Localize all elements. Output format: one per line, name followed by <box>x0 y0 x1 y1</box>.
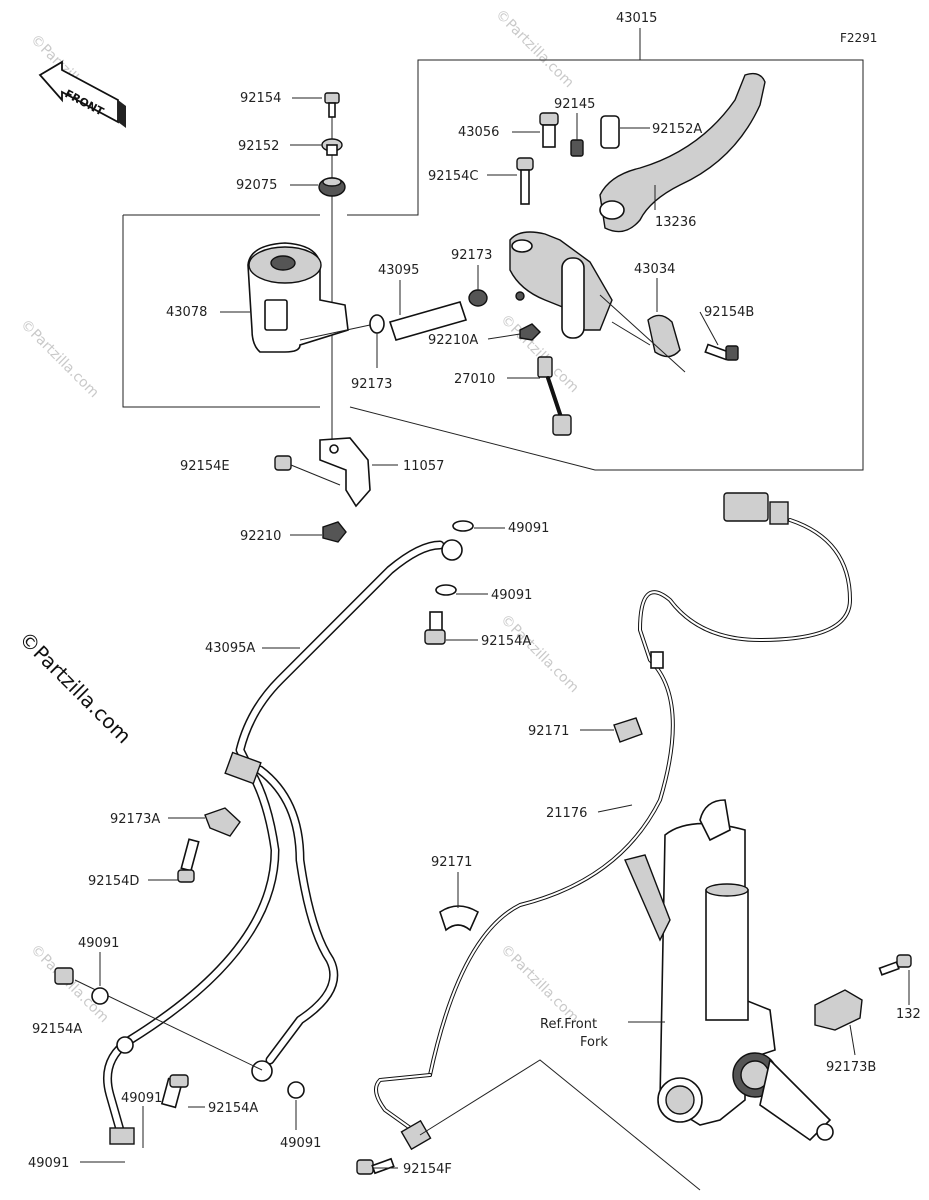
label-21176: 21176 <box>546 806 587 821</box>
diagram-code: F2291 <box>840 31 877 45</box>
label-49091-c: 49091 <box>78 936 119 951</box>
switch-27010 <box>537 356 572 436</box>
part-92154 <box>324 92 340 118</box>
watermark-main: ©Partzilla.com <box>14 627 136 749</box>
label-92145: 92145 <box>554 97 595 112</box>
label-92154C: 92154C <box>428 169 478 184</box>
bracket-11057 <box>319 437 371 508</box>
ref-front-fork-line2: Fork <box>580 1035 608 1050</box>
label-92154D: 92154D <box>88 874 139 889</box>
label-92154B: 92154B <box>704 305 754 320</box>
label-92075: 92075 <box>236 178 277 193</box>
label-27010: 27010 <box>454 372 495 387</box>
label-92154A-b: 92154A <box>32 1022 82 1037</box>
label-43056: 43056 <box>458 125 499 140</box>
bolt-43056 <box>539 112 559 148</box>
label-92171-a: 92171 <box>528 724 569 739</box>
front-fork-reference <box>419 799 834 1191</box>
label-49091-b: 49091 <box>491 588 532 603</box>
label-92173B: 92173B <box>826 1060 876 1075</box>
label-49091-e: 49091 <box>280 1136 321 1151</box>
reservoir-43078 <box>247 242 371 353</box>
label-49091-d: 49091 <box>121 1091 162 1106</box>
label-92154A-c: 92154A <box>208 1101 258 1116</box>
label-43034: 43034 <box>634 262 675 277</box>
pivot-92154C <box>516 157 534 205</box>
watermark: ©Partzilla.com <box>497 942 582 1027</box>
label-43078: 43078 <box>166 305 207 320</box>
label-13236: 13236 <box>655 215 696 230</box>
label-92154: 92154 <box>240 91 281 106</box>
watermark: ©Partzilla.com <box>497 612 582 697</box>
bolt-92154A-c <box>160 1074 189 1109</box>
label-132: 132 <box>896 1007 921 1022</box>
label-92210: 92210 <box>240 529 281 544</box>
label-92210A: 92210A <box>428 333 478 348</box>
label-49091-f: 49091 <box>28 1156 69 1171</box>
clip-92171-b <box>439 905 480 932</box>
washer-49091-a <box>452 520 474 532</box>
lever-13236 <box>599 72 766 233</box>
bolt-92154D <box>177 838 200 883</box>
label-43095: 43095 <box>378 263 419 278</box>
bolt-92154B <box>704 343 739 361</box>
watermark: ©Partzilla.com <box>492 7 577 92</box>
label-92154A-a: 92154A <box>481 634 531 649</box>
part-92075 <box>318 177 346 197</box>
clamp-92173-top <box>468 289 488 307</box>
washer-49091-b <box>435 584 457 596</box>
ref-front-fork-line1: Ref.Front <box>540 1017 597 1032</box>
watermark: ©Partzilla.com <box>17 317 102 402</box>
brake-hose-43095A <box>103 539 463 1145</box>
label-92173-top: 92173 <box>451 248 492 263</box>
label-92154E: 92154E <box>180 459 230 474</box>
label-92173A: 92173A <box>110 812 160 827</box>
clip-92171-a <box>613 717 643 743</box>
part-92152 <box>321 138 343 156</box>
clamp-43034 <box>599 294 686 373</box>
bolt-92154A-a <box>424 611 446 645</box>
bracket-92173B <box>814 989 863 1031</box>
bolt-92154E <box>274 455 341 486</box>
label-92154F: 92154F <box>403 1162 452 1177</box>
sleeve-92152A <box>600 115 620 149</box>
label-43015: 43015 <box>616 11 657 26</box>
label-11057: 11057 <box>403 459 444 474</box>
front-arrow-icon: FRONT <box>38 60 126 128</box>
master-cylinder-body <box>509 231 613 339</box>
label-43095A: 43095A <box>205 641 255 656</box>
leader-lines <box>80 97 910 1169</box>
washer-49091-d <box>287 1081 305 1099</box>
part-labels: 43015 92154 92152 92075 92145 43056 9215… <box>28 11 921 1177</box>
sensor-wire-21176 <box>374 492 853 1151</box>
nut-92210 <box>322 521 347 543</box>
nut-92210A <box>519 323 541 341</box>
label-92173-mid: 92173 <box>351 377 392 392</box>
spring-92145 <box>570 139 584 157</box>
bolt-92154F <box>356 1157 395 1175</box>
label-92152A: 92152A <box>652 122 702 137</box>
washer-49091-c <box>91 987 109 1005</box>
assembly-outline <box>122 28 864 471</box>
label-92171-b: 92171 <box>431 855 472 870</box>
bolt-132 <box>878 954 912 976</box>
label-49091-a: 49091 <box>508 521 549 536</box>
hose-43095 <box>388 301 468 341</box>
label-92152: 92152 <box>238 139 279 154</box>
clamp-92173 <box>369 314 385 334</box>
